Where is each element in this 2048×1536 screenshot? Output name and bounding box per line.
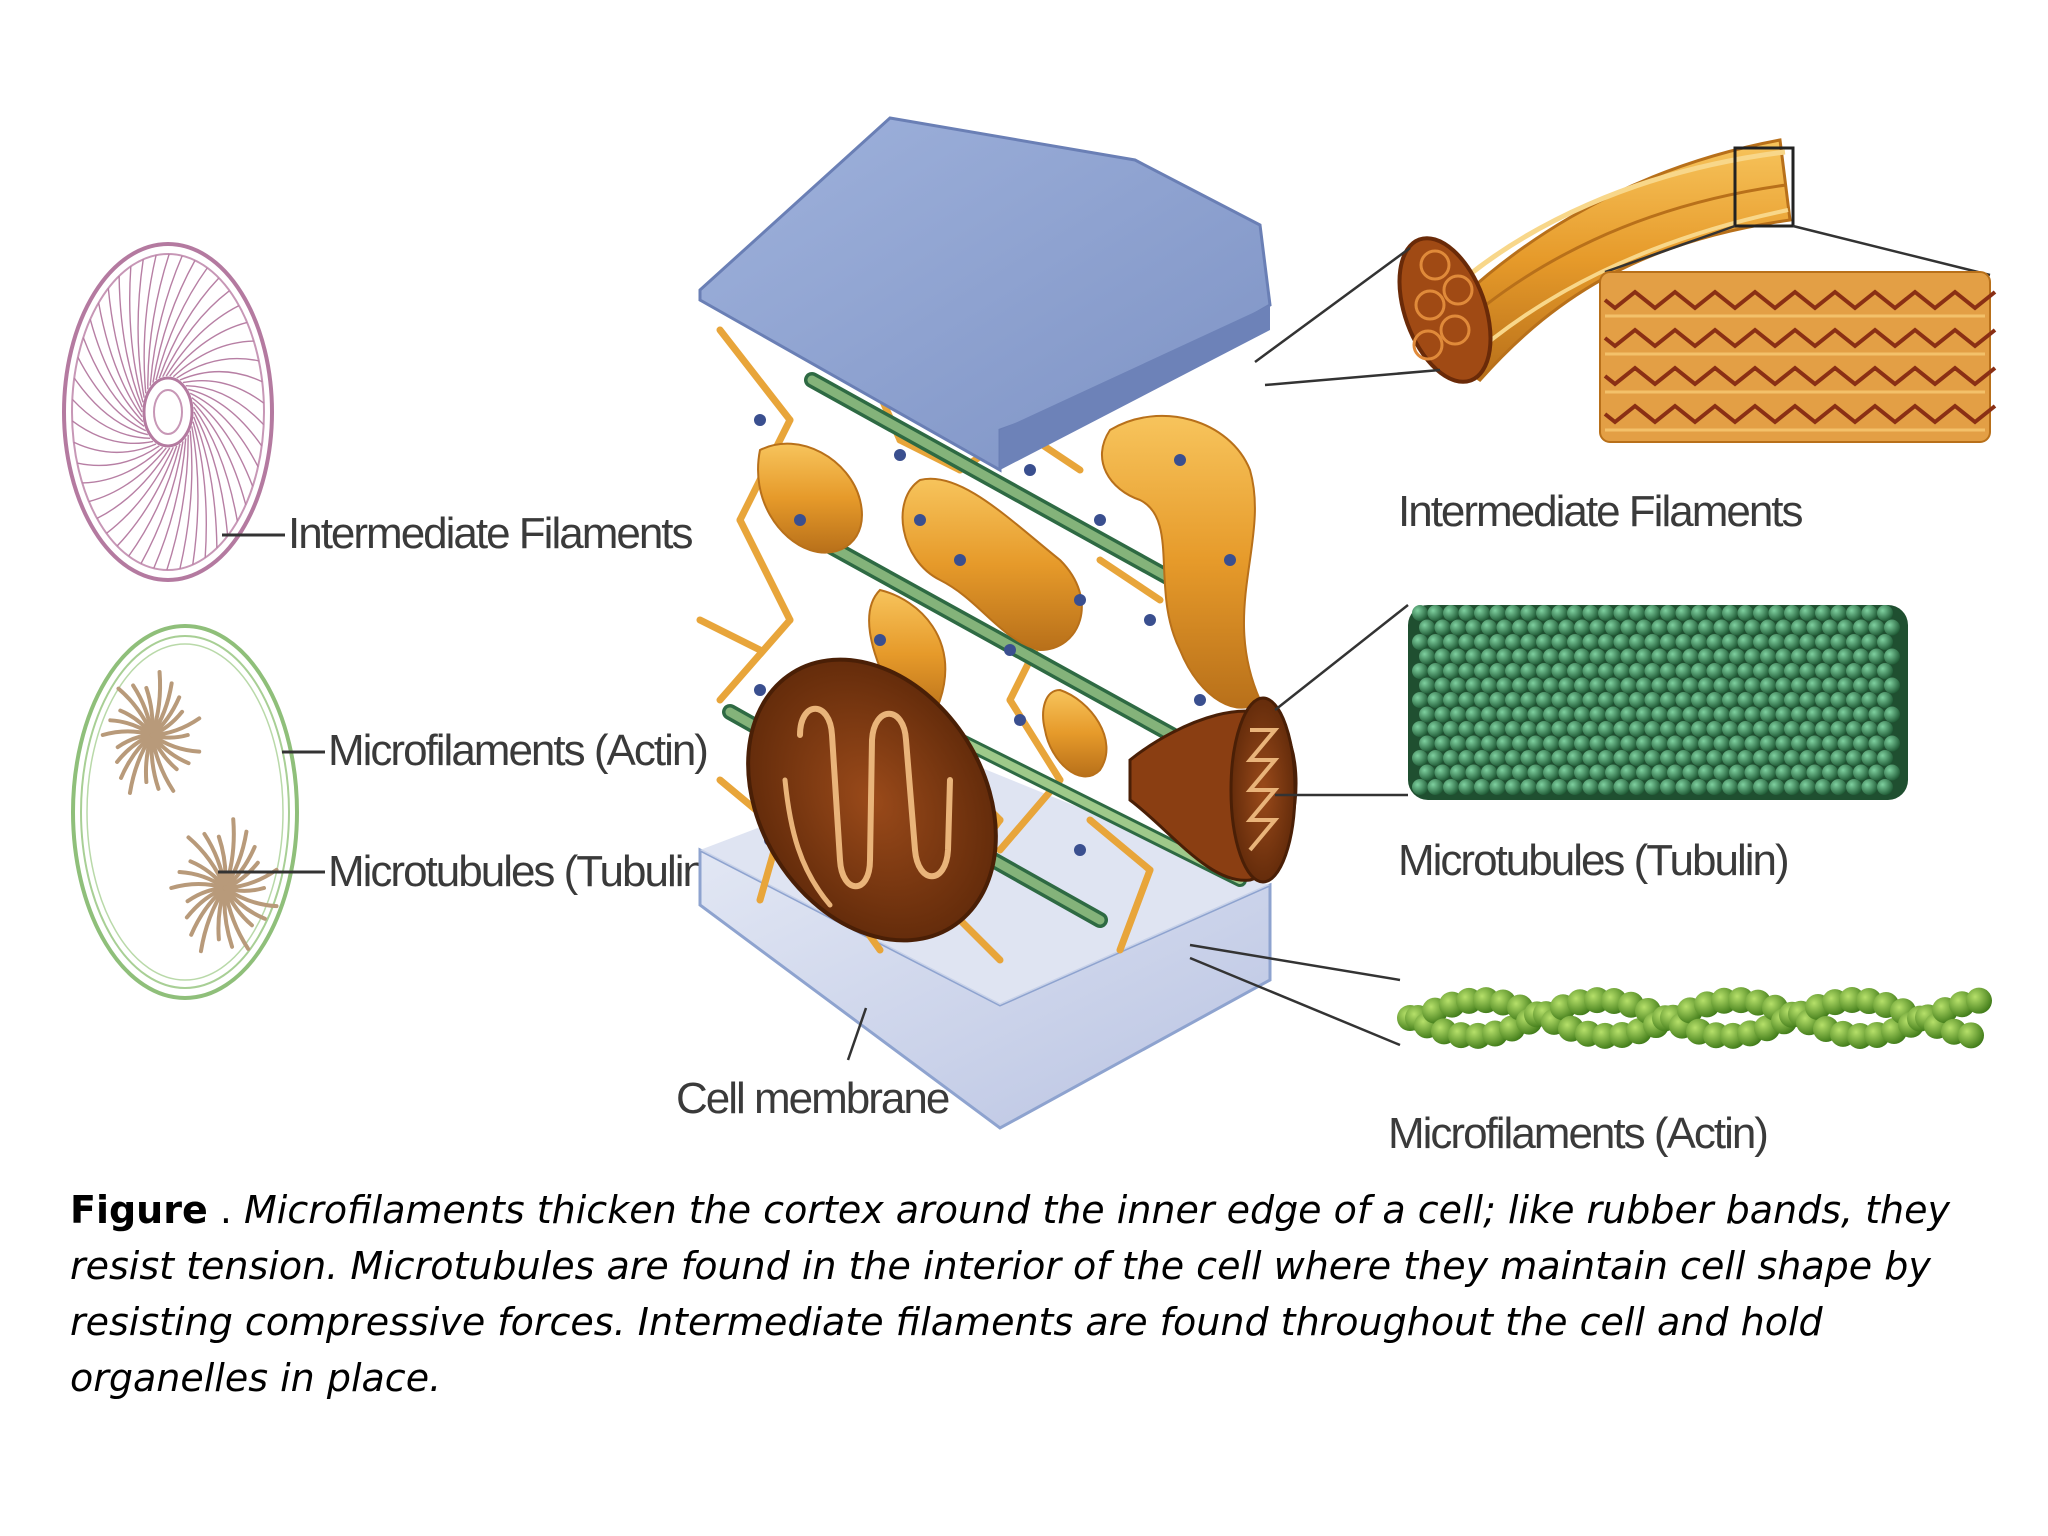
left-microtubules-label: Microtubules (Tubulin) [328, 847, 718, 896]
cell-membrane-label: Cell membrane [676, 1074, 949, 1123]
left-microfilaments-label: Microfilaments (Actin) [328, 726, 707, 775]
cytoskeleton-block [696, 116, 1298, 1130]
intermediate-filament-rope [1397, 138, 1997, 443]
caption-text: Microfilaments thicken the cortex around… [70, 1188, 1951, 1400]
mitochondrion [746, 657, 998, 943]
figure-caption: Figure . Microfilaments thicken the cort… [70, 1182, 1990, 1406]
mitochondrion-right [1128, 696, 1298, 884]
microtubule-detail [1408, 605, 1908, 800]
pointer-line [846, 1007, 868, 1061]
pointer-line [1189, 956, 1401, 1047]
intermediate-filament-sheets [757, 415, 1262, 778]
left-intermediate-filaments-label: Intermediate Filaments [288, 509, 693, 558]
right-microtubules-label: Microtubules (Tubulin) [1398, 836, 1788, 885]
microfilament-cell [71, 624, 299, 1000]
actin-detail [1397, 987, 1992, 1049]
zoom-box [1733, 146, 1795, 228]
intermediate-filament-cell [62, 242, 274, 582]
intermediate-filament-zoom [1599, 271, 1991, 443]
right-intermediate-filaments-label: Intermediate Filaments [1398, 487, 1803, 536]
pointer-line [1274, 604, 1409, 711]
pointer-line [1254, 246, 1411, 364]
right-microfilaments-label: Microfilaments (Actin) [1388, 1109, 1767, 1158]
caption-separator: . [207, 1188, 244, 1232]
pointer-line [1189, 943, 1401, 982]
pointer-line [1264, 368, 1441, 387]
caption-figure-label: Figure [70, 1188, 208, 1232]
